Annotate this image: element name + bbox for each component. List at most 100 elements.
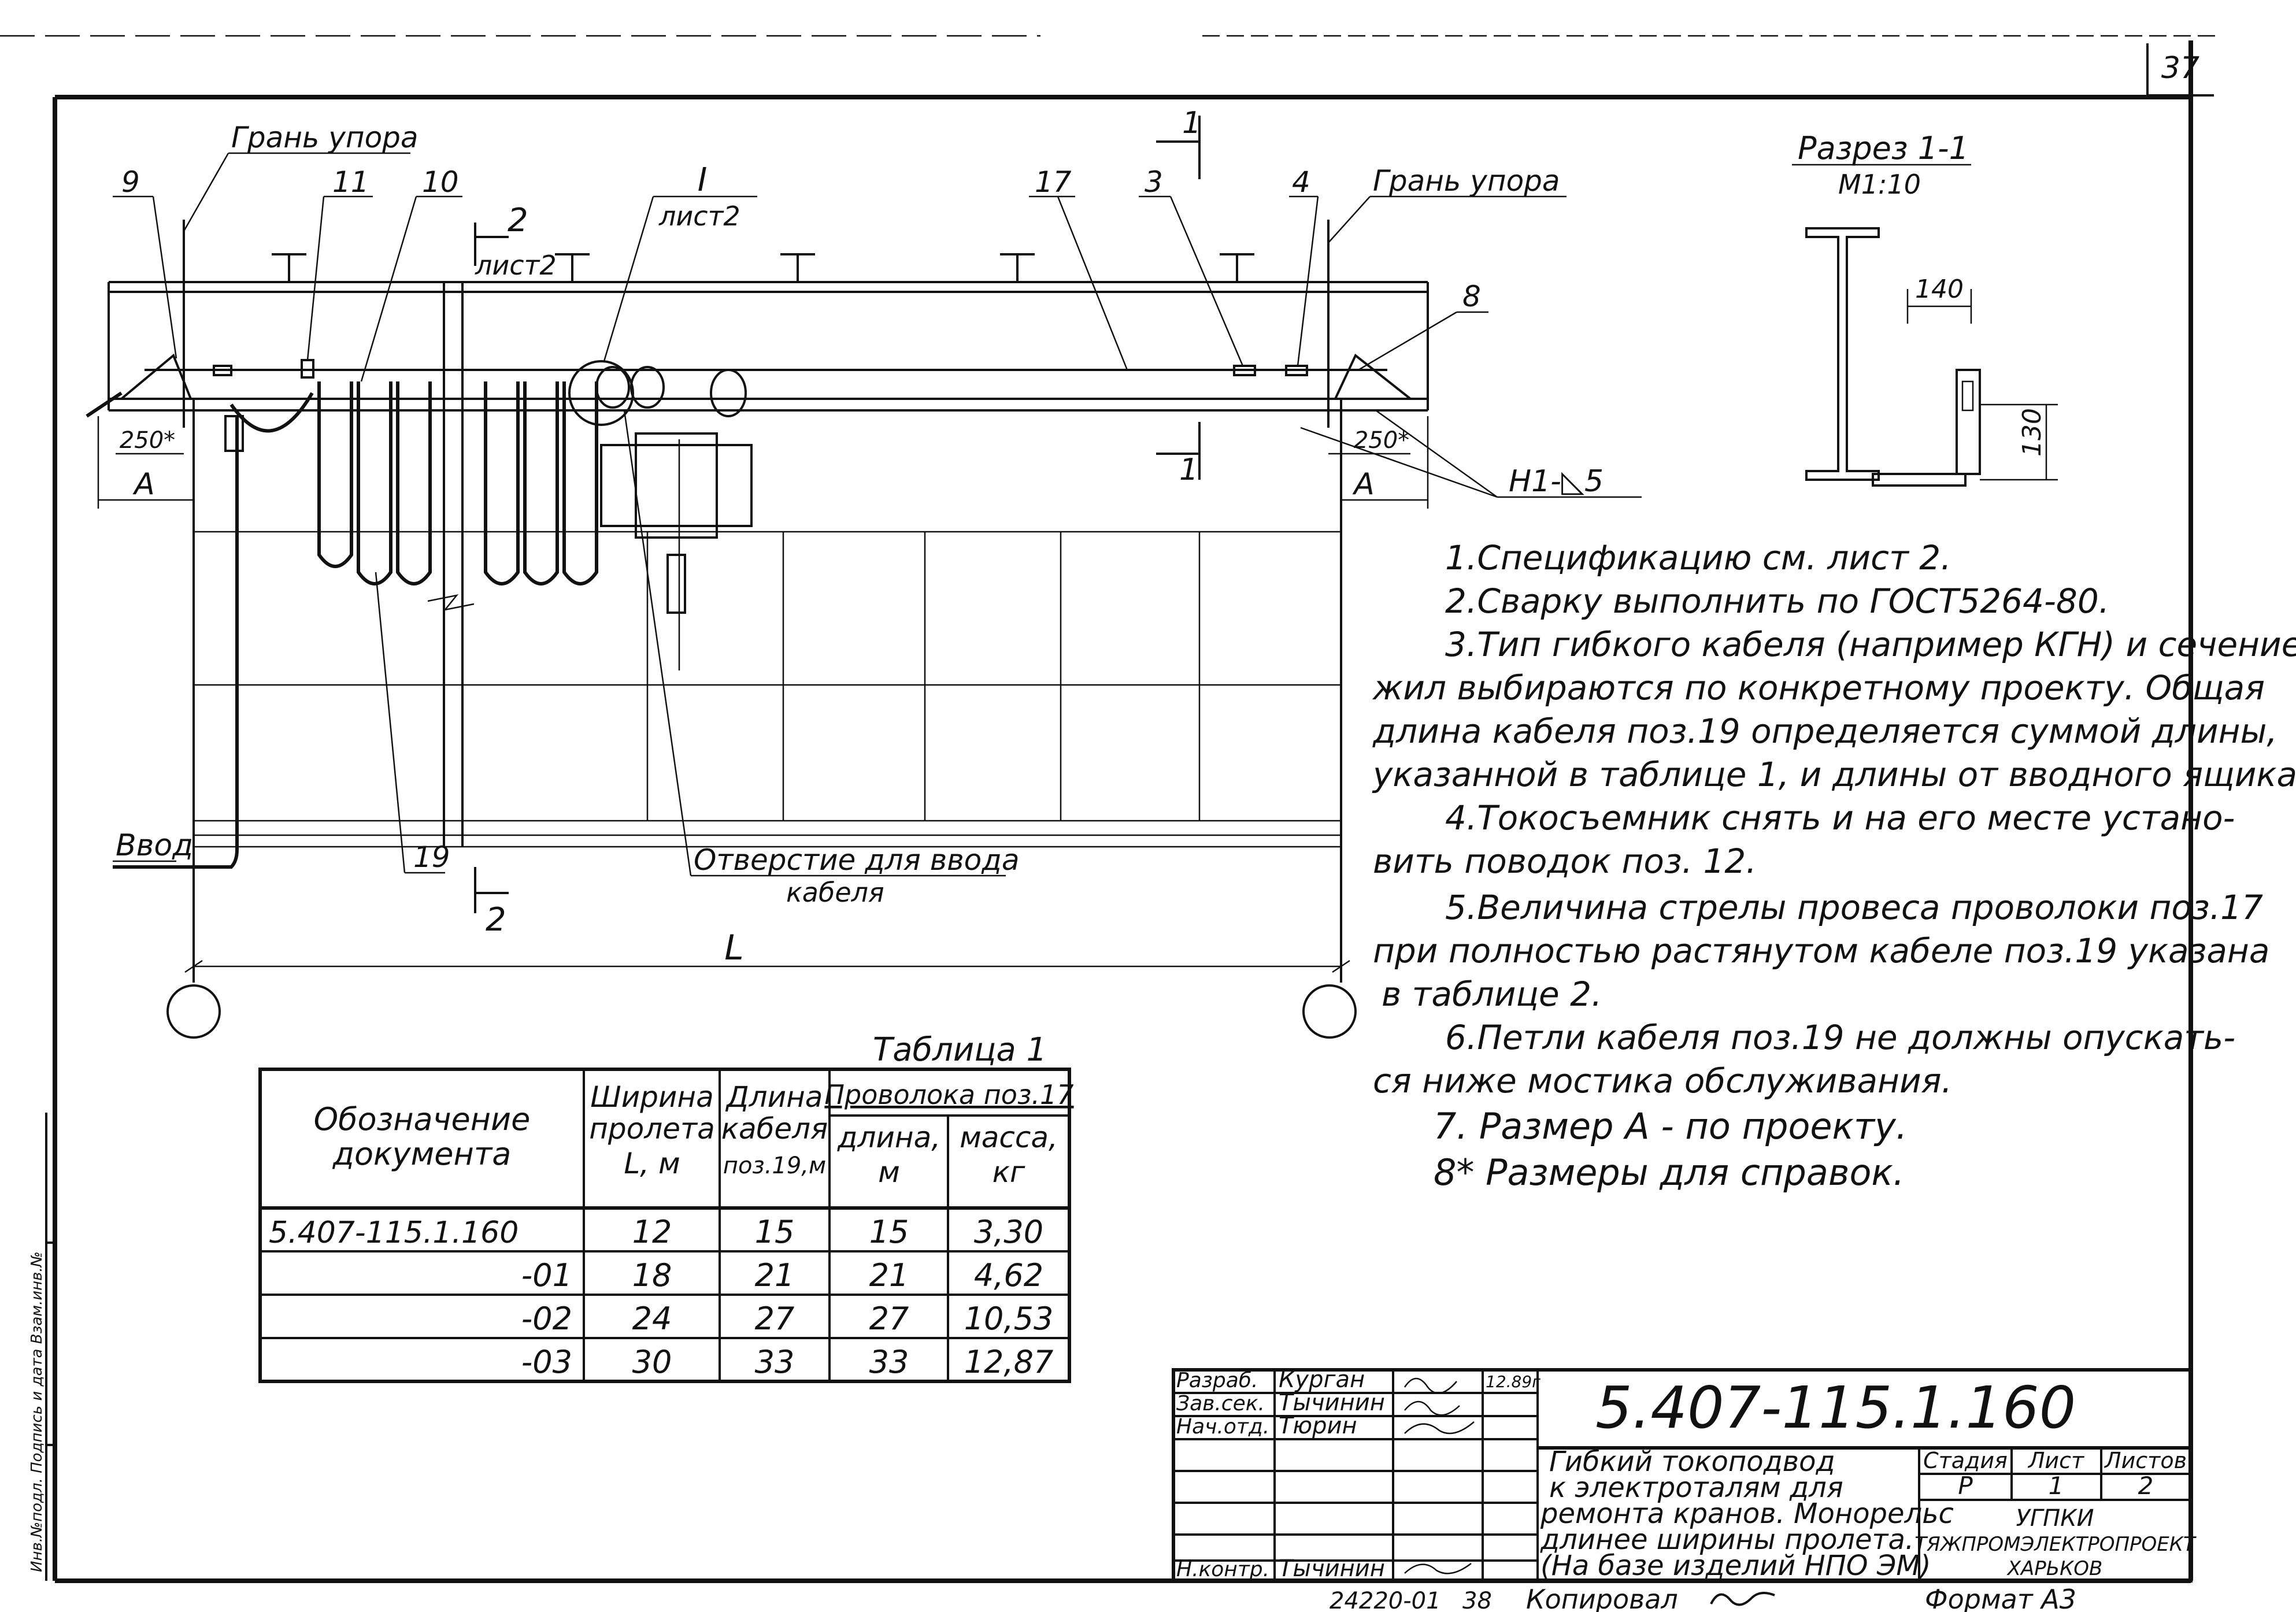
th-span-l1: Ширина — [590, 1080, 714, 1114]
cell-wire-length: 15 — [869, 1214, 909, 1250]
tb-name-head-section: Тычинин — [1279, 1389, 1385, 1416]
pos-9: 9 — [121, 165, 140, 199]
cell-wire-mass: 3,30 — [974, 1214, 1043, 1250]
page-number-box: 37 — [2146, 43, 2214, 97]
tb-desc-line2: к электроталям для — [1549, 1472, 1843, 1504]
pos-17: 17 — [1035, 165, 1072, 199]
weld-mark: Н1-◺5 — [1509, 464, 1604, 499]
dim-L: L — [724, 928, 743, 968]
table-row: -02 24 27 27 10,53 — [521, 1300, 1054, 1337]
inventory-code: 24220-01 — [1330, 1588, 1441, 1612]
tb-name-developer: Курган — [1279, 1366, 1365, 1393]
table-row: 5.407-115.1.160 12 15 15 3,30 — [269, 1214, 1043, 1250]
pos-8: 8 — [1462, 280, 1481, 313]
section2-top-sheet: лист2 — [475, 250, 557, 281]
cell-wire-length: 27 — [869, 1300, 909, 1337]
note-line-6: указанной в таблице 1, и длины от вводно… — [1372, 755, 2296, 794]
th-wire-mass-l2: кг — [993, 1155, 1025, 1189]
page-number: 37 — [2161, 51, 2199, 86]
tb-desc-line3: ремонта кранов. Монорельс — [1540, 1498, 1954, 1530]
tb-stage-label: Стадия — [1923, 1448, 2008, 1473]
pos-19: 19 — [413, 840, 450, 874]
table-1: Таблица 1 Обозначение документа Ширина п… — [258, 1031, 1074, 1383]
margin-stamp: Инв.№подл. Подпись и дата Взам.инв.№ — [28, 1113, 55, 1581]
section2-top-number: 2 — [508, 202, 528, 239]
ibeam-markers — [272, 253, 1254, 282]
tb-sheets: 2 — [2138, 1472, 2154, 1500]
cell-designation: -02 — [521, 1300, 572, 1337]
cell-wire-length: 21 — [869, 1257, 909, 1294]
tb-signature-2 — [1404, 1400, 1460, 1416]
th-span-l3: L, м — [624, 1147, 680, 1180]
section1-top: 1 — [1182, 106, 1201, 140]
section2-bottom-number: 2 — [486, 901, 506, 939]
table-row: -03 30 33 33 12,87 — [521, 1344, 1054, 1380]
electric-hoist — [568, 360, 753, 670]
copier-signature — [1710, 1592, 1775, 1606]
tb-desc-line4: длинее ширины пролета. — [1540, 1524, 1914, 1556]
th-wire-group: Проволока поз.17 — [824, 1079, 1073, 1110]
th-designation-l1: Обозначение — [314, 1101, 531, 1137]
table-row: -01 18 21 21 4,62 — [521, 1257, 1043, 1294]
cell-cable: 33 — [755, 1344, 795, 1380]
hole-label-line2: кабеля — [786, 877, 884, 908]
detail-I: I — [698, 161, 708, 199]
tb-sheet-label: Лист — [2027, 1448, 2085, 1473]
cell-designation: 5.407-115.1.160 — [269, 1216, 519, 1250]
dim-A-right: А — [1352, 467, 1375, 502]
note-line-13: ся ниже мостика обслуживания. — [1373, 1061, 1952, 1100]
note-line-11: в таблице 2. — [1382, 974, 1602, 1014]
tb-signature-4 — [1404, 1563, 1472, 1574]
tb-stage: Р — [1958, 1472, 1973, 1500]
section-dim-140: 140 — [1915, 275, 1964, 304]
note-line-2: 2.Сварку выполнить по ГОСТ5264-80. — [1445, 581, 2109, 621]
cable-loops — [229, 381, 598, 585]
section-1-1: Разрез 1-1 М1:10 140 130 — [1792, 130, 2058, 487]
copied-label: Копировал — [1526, 1584, 1678, 1612]
tb-role-developer: Разраб. — [1176, 1369, 1258, 1392]
section-title: Разрез 1-1 — [1798, 130, 1969, 166]
cell-span: 30 — [632, 1344, 672, 1380]
cell-span: 18 — [632, 1257, 672, 1294]
tb-signature-3 — [1404, 1421, 1475, 1435]
note-line-1: 1.Спецификацию см. лист 2. — [1445, 538, 1951, 577]
dimensions: L А А 250* 250* — [97, 416, 1429, 973]
tb-name-norm-control: Тычинин — [1279, 1555, 1385, 1582]
th-wire-len-l2: м — [878, 1155, 900, 1189]
cell-cable: 27 — [755, 1300, 795, 1337]
tb-code: 5.407-115.1.160 — [1595, 1374, 2076, 1441]
margin-stamp-text: Инв.№подл. Подпись и дата Взам.инв.№ — [28, 1251, 46, 1572]
th-cable-l2: кабеля — [721, 1112, 828, 1146]
note-line-10: при полностью растянутом кабеле поз.19 у… — [1373, 931, 2269, 970]
tb-sheet: 1 — [2049, 1472, 2064, 1500]
th-designation-l2: документа — [332, 1136, 512, 1172]
note-line-7: 4.Токосъемник снять и на его месте устан… — [1445, 798, 2235, 838]
format-label: Формат А3 — [1925, 1584, 2076, 1612]
th-cable-l1: Длина — [725, 1080, 823, 1114]
cell-wire-mass: 10,53 — [964, 1300, 1054, 1337]
note-line-3: 3.Тип гибкого кабеля (например КГН) и се… — [1445, 625, 2296, 664]
tb-role-norm-control: Н.контр. — [1176, 1558, 1269, 1581]
note-line-9: 5.Величина стрелы провеса проволоки поз.… — [1445, 888, 2263, 927]
dim-A-left: А — [132, 467, 155, 502]
note-line-4: жил выбираются по конкретному проекту. О… — [1372, 668, 2265, 707]
note-line-15: 8* Размеры для справок. — [1434, 1151, 1905, 1194]
cell-wire-mass: 4,62 — [974, 1257, 1043, 1294]
position-labels: Грань упора 9 11 10 I лист2 2 лист2 17 3… — [113, 106, 1642, 939]
tb-role-head-section: Зав.сек. — [1176, 1392, 1265, 1415]
th-cable-l3: поз.19,м — [723, 1153, 826, 1179]
table-title: Таблица 1 — [873, 1031, 1047, 1069]
note-line-8: вить поводок поз. 12. — [1373, 842, 1757, 881]
tb-desc-line1: Гибкий токоподвод — [1549, 1446, 1835, 1478]
tb-desc-line5: (На базе изделий НПО ЭМ) — [1540, 1550, 1931, 1582]
general-notes: 1.Спецификацию см. лист 2. 2.Сварку выпо… — [1372, 538, 2296, 1194]
input-label: Ввод — [116, 828, 193, 863]
pos-11: 11 — [332, 165, 369, 199]
tb-sheets-label: Листов — [2104, 1448, 2187, 1473]
inventory-sheet: 38 — [1462, 1588, 1492, 1612]
tb-signature-1 — [1403, 1377, 1457, 1394]
cell-span: 12 — [632, 1214, 672, 1250]
face-label-left: Грань упора — [231, 121, 419, 154]
cell-span: 24 — [632, 1300, 672, 1337]
